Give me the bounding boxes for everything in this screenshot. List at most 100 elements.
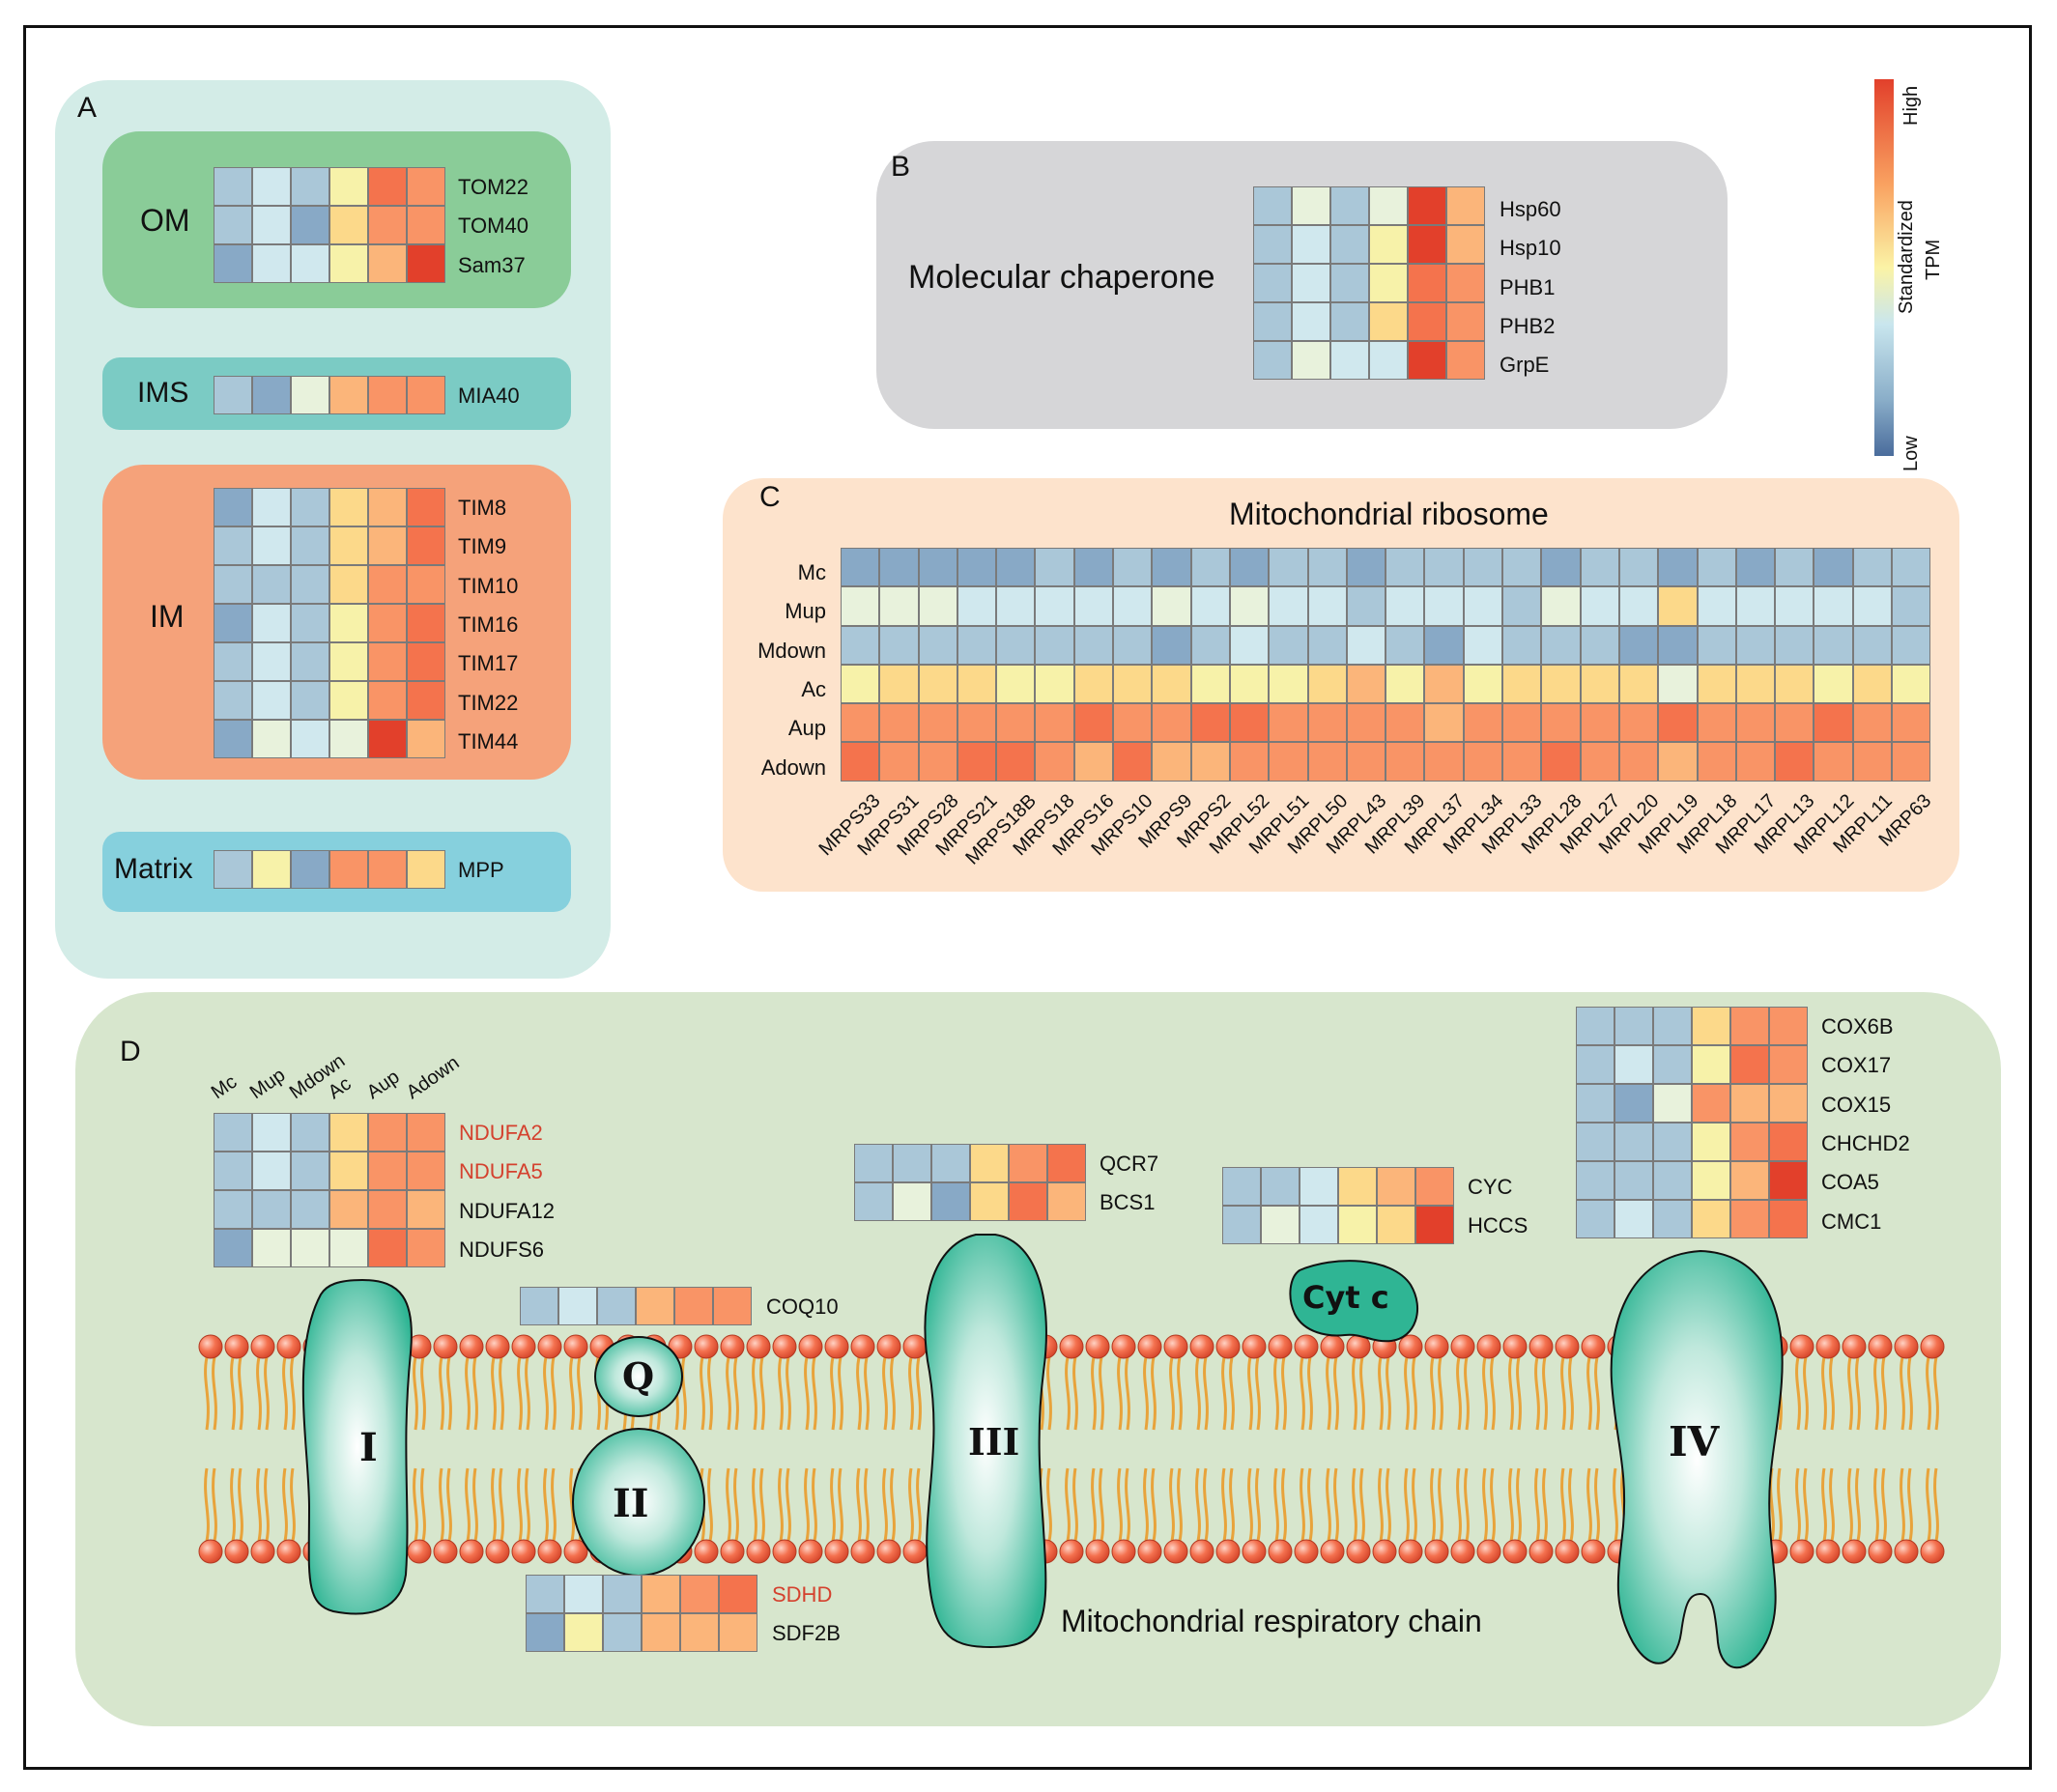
heatmap-cell (253, 527, 290, 564)
heatmap-cell (369, 851, 406, 888)
gene-label: NDUFA5 (459, 1159, 543, 1184)
heatmap-cell (1893, 665, 1930, 703)
heatmap-cell (1698, 665, 1735, 703)
heatmap-cell (1425, 587, 1463, 625)
heatmap-cell (408, 1114, 444, 1151)
gene-label: HCCS (1468, 1213, 1528, 1238)
lipid-head (876, 1334, 901, 1359)
lipid-tail (1560, 1356, 1574, 1431)
heatmap-cell (1893, 626, 1930, 664)
heatmap-cell (1339, 1168, 1376, 1205)
heatmap-cell (1331, 265, 1368, 301)
heatmap-cell (637, 1288, 673, 1324)
panel-d-letter: D (120, 1036, 141, 1067)
heatmap-cell (1615, 1085, 1652, 1122)
heatmap-cell (842, 704, 879, 742)
heatmap-cell (1425, 549, 1463, 586)
heatmap-cell (604, 1576, 641, 1612)
heatmap-cell (1114, 626, 1152, 664)
heatmap-cell (1776, 665, 1814, 703)
heatmap-cell (330, 1152, 367, 1189)
lipid-tail (1847, 1356, 1861, 1431)
group-label-im: IM (150, 599, 185, 634)
gene-label: Sam37 (458, 252, 526, 277)
lipid-tail (204, 1467, 217, 1542)
heatmap-cell (408, 168, 444, 205)
lipid-tail (1352, 1467, 1365, 1542)
lipid-head (433, 1539, 458, 1564)
heatmap-cell (932, 1145, 969, 1181)
complex-iii-label: III (968, 1420, 1020, 1464)
heatmap-cell (957, 549, 996, 586)
heatmap-cell (1153, 743, 1190, 781)
lipid-head (1528, 1539, 1554, 1564)
lipid-tail (882, 1356, 896, 1431)
lipid-head (563, 1334, 588, 1359)
row-label: Mup (785, 599, 826, 624)
heatmap-cell (1230, 549, 1269, 586)
heatmap-cell (214, 851, 251, 888)
gene-label: PHB2 (1500, 313, 1556, 338)
lipid-tail (1821, 1356, 1835, 1431)
lipid-head (1111, 1539, 1136, 1564)
lipid-tail (882, 1467, 896, 1542)
heatmap-cell (1425, 743, 1463, 781)
lipid-tail (1873, 1356, 1887, 1431)
heatmap-cell (1814, 704, 1852, 742)
heatmap-cell (1254, 342, 1291, 379)
gene-label: COX15 (1821, 1092, 1892, 1117)
gene-label: TIM10 (458, 573, 519, 598)
heatmap-cell (1191, 704, 1229, 742)
heatmap-cell (1619, 743, 1658, 781)
lipid-tail (1482, 1467, 1496, 1542)
lipid-tail (1482, 1356, 1496, 1431)
heatmap-cell (330, 851, 367, 888)
lipid-tail (1508, 1467, 1522, 1542)
lipid-head (850, 1539, 875, 1564)
lipid-tail (1065, 1467, 1078, 1542)
heatmap-cell (1542, 743, 1580, 781)
legend-title-line1: Standardized (1896, 200, 1917, 314)
lipid-tail (517, 1467, 530, 1542)
heatmap-cell (1254, 187, 1291, 224)
lipid-head (1294, 1539, 1319, 1564)
gene-label: NDUFA2 (459, 1121, 543, 1145)
lipid-tail (1091, 1467, 1104, 1542)
heatmap-cell (1370, 226, 1407, 263)
heatmap-cell (292, 851, 329, 888)
lipid-tail (543, 1467, 557, 1542)
heatmap-cell (971, 1145, 1008, 1181)
heatmap-cell (1010, 1145, 1046, 1181)
heatmap-cell (369, 168, 406, 205)
heatmap-cell (214, 682, 251, 719)
lipid-head (1920, 1539, 1945, 1564)
heatmap-cell (1542, 704, 1580, 742)
heatmap-cell (1347, 743, 1386, 781)
gene-label: Hsp10 (1500, 236, 1561, 261)
heatmap-cell (1114, 704, 1152, 742)
heatmap-cell (330, 1191, 367, 1228)
lipid-tail (908, 1356, 922, 1431)
heatmap-im (214, 488, 445, 758)
heatmap-cell (1698, 626, 1735, 664)
gene-label: QCR7 (1100, 1152, 1159, 1176)
heatmap-cell (1581, 587, 1618, 625)
gene-label: NDUFA12 (459, 1198, 556, 1223)
heatmap-cell (1308, 704, 1346, 742)
lipid-tail (1508, 1356, 1522, 1431)
lipid-head (1815, 1539, 1841, 1564)
heatmap-cell (1542, 549, 1580, 586)
heatmap-cell (842, 665, 879, 703)
lipid-head (1581, 1334, 1606, 1359)
cytochrome-c-label: Cyt c (1302, 1279, 1389, 1316)
heatmap-cell (1770, 1124, 1807, 1160)
heatmap-cell (1230, 587, 1269, 625)
heatmap-cell (292, 1114, 329, 1151)
heatmap-cell (1153, 549, 1190, 586)
heatmap-cell (408, 527, 444, 564)
lipid-head (1320, 1539, 1345, 1564)
heatmap-cell (997, 549, 1035, 586)
gene-label: TOM40 (458, 213, 529, 239)
gene-label: Hsp60 (1500, 197, 1561, 221)
heatmap-cell (292, 168, 329, 205)
